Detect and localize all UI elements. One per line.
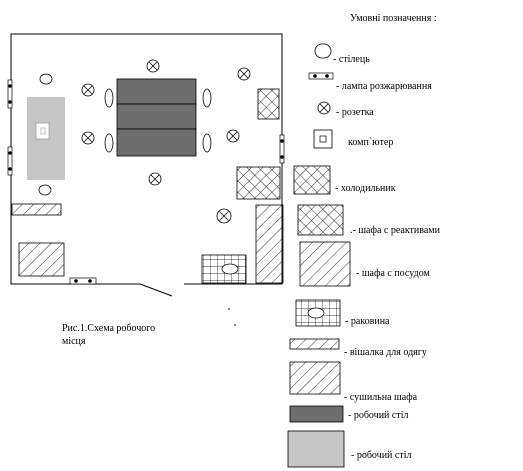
legend-symbol-socket	[317, 101, 331, 115]
legend-symbol-computer	[313, 129, 333, 149]
legend-label-reagent-cabinet: .- шафа с реактивами	[350, 225, 441, 236]
legend: Умовні позначення : - стілець - лампа ро…	[287, 13, 441, 468]
legend-symbol-reagent-cabinet	[297, 204, 344, 236]
figure-caption-line1: Рис.1.Схема робочого	[62, 323, 155, 334]
legend-label-fridge: - холодильник	[335, 183, 396, 194]
legend-label-computer: комп`ютер	[348, 137, 393, 148]
chair	[38, 184, 52, 196]
wall-lamp-right	[279, 134, 285, 164]
legend-symbol-drying-cabinet	[289, 361, 341, 395]
socket	[81, 131, 95, 145]
socket	[237, 67, 251, 81]
figure-caption-line2: місця	[62, 336, 86, 347]
legend-label-dish-cabinet: - шафа с посудом	[356, 268, 431, 279]
reagent-cabinet-cross	[258, 89, 279, 119]
legend-label-hanger: - вішалка для одягу	[344, 347, 427, 358]
door-leaf	[139, 283, 173, 297]
coat-hanger	[11, 203, 62, 216]
stray-dot	[228, 308, 230, 310]
legend-label-dark-table: - робочий стіл	[348, 410, 408, 421]
wall-lamp-left-bottom	[7, 146, 13, 176]
socket	[146, 59, 160, 73]
chair	[202, 88, 212, 108]
computer-symbol	[35, 122, 50, 140]
legend-title: Умовні позначення :	[350, 13, 437, 24]
chair	[202, 133, 212, 153]
legend-symbol-lamp	[308, 72, 334, 80]
socket	[216, 208, 232, 224]
dish-cabinet-tall	[255, 204, 284, 284]
socket	[226, 129, 240, 143]
legend-label-column: - стілець	[333, 54, 370, 65]
chair	[39, 73, 53, 85]
legend-label-light-table: - робочий стіл	[351, 450, 411, 461]
fridge-cross	[237, 167, 280, 199]
stray-dot	[234, 324, 236, 326]
legend-symbol-fridge	[293, 165, 331, 195]
sink	[201, 254, 247, 284]
chair	[104, 88, 114, 108]
legend-symbol-sink	[295, 299, 341, 327]
legend-label-lamp: - лампа розжарювання	[336, 81, 432, 92]
legend-symbol-dark-table	[289, 405, 344, 423]
floor-plan	[7, 33, 285, 297]
legend-symbol-light-table	[287, 430, 345, 468]
chair	[104, 133, 114, 153]
legend-symbol-column	[314, 43, 332, 59]
drying-cabinet	[18, 242, 65, 277]
central-work-table-3	[116, 128, 197, 157]
computer-screen	[40, 127, 46, 135]
socket	[148, 172, 162, 186]
central-work-table-2	[116, 103, 197, 130]
door-gap	[140, 282, 184, 286]
wall-lamp-left-top	[7, 79, 13, 109]
central-work-table-1	[116, 78, 197, 105]
legend-label-sink: - раковина	[345, 316, 390, 327]
legend-symbol-dish-cabinet	[299, 241, 351, 287]
socket	[81, 83, 95, 97]
wall-lamp-bottom	[69, 277, 97, 285]
legend-label-socket: - розетка	[336, 107, 374, 118]
legend-label-drying-cabinet: - сушильна шафа	[344, 392, 418, 403]
legend-symbol-hanger	[289, 338, 340, 350]
